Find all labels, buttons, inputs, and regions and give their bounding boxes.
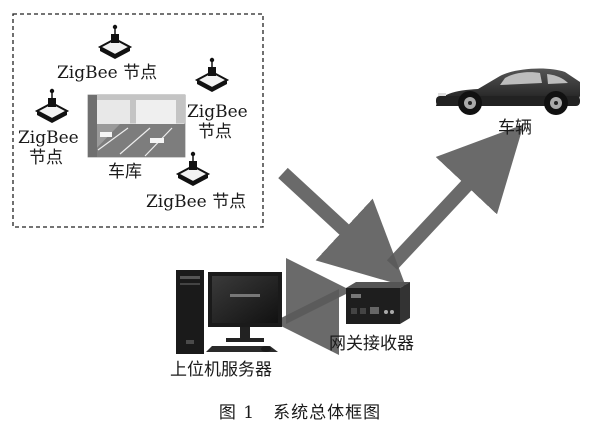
arrows <box>273 124 524 355</box>
caption-number: 图 1 <box>218 403 256 423</box>
zigbee-node-label-2-line2: 节点 <box>198 121 232 142</box>
zigbee-node-label-3-line2: 节点 <box>29 147 63 168</box>
zigbee-sensor-icon <box>97 24 133 59</box>
zigbee-node-label-3-line1: ZigBee <box>18 128 79 148</box>
server-computer-icon <box>176 270 282 354</box>
zigbee-sensor-icon <box>194 57 230 92</box>
vehicle-label: 车辆 <box>498 118 532 138</box>
arrow-nodes-to-gateway <box>278 167 406 287</box>
garage-label: 车库 <box>108 162 142 182</box>
figure-caption: 图 1 系统总体框图 <box>0 398 600 423</box>
server-label: 上位机服务器 <box>170 360 272 380</box>
zigbee-node-label-2-line1: ZigBee <box>187 102 248 122</box>
car-icon <box>436 68 580 115</box>
arrow-gateway-to-vehicle <box>386 124 524 270</box>
zigbee-sensor-icon <box>34 88 70 123</box>
zigbee-sensor-icon <box>175 151 211 186</box>
zigbee-node-label-2: ZigBee 节点 <box>187 102 248 142</box>
garage-photo <box>87 94 186 158</box>
caption-title: 系统总体框图 <box>273 403 382 423</box>
gateway-label: 网关接收器 <box>329 334 414 354</box>
gateway-device-icon <box>346 282 410 324</box>
zigbee-node-label-1: ZigBee 节点 <box>57 63 158 83</box>
sensing-area-boundary <box>12 13 264 228</box>
zigbee-node-label-3: ZigBee 节点 <box>18 128 79 168</box>
zigbee-node-label-4: ZigBee 节点 <box>146 192 247 212</box>
